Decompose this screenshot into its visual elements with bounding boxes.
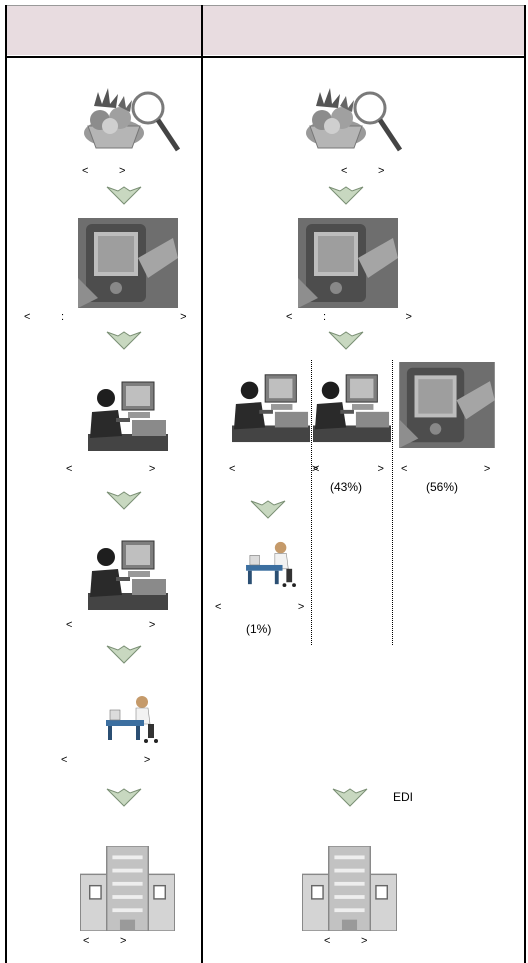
table-right-border — [524, 5, 526, 963]
down-arrow-icon — [106, 644, 142, 664]
search-basket-magnifier-icon — [74, 78, 184, 158]
building-icon — [80, 846, 175, 931]
computer-user-icon — [313, 368, 391, 443]
right-label-2: < : > — [286, 311, 412, 323]
computer-user-icon — [88, 535, 168, 610]
computer-user-icon — [232, 368, 310, 443]
down-arrow-icon — [106, 330, 142, 350]
handheld-device-icon — [298, 218, 398, 308]
branch-divider-1 — [311, 360, 312, 645]
branch-divider-2 — [392, 360, 393, 645]
left-label-3: < > — [66, 463, 156, 475]
left-label-6: < > — [83, 935, 127, 947]
percentage-1: (1%) — [246, 622, 272, 636]
down-arrow-icon — [106, 490, 142, 510]
right-label-4: < > — [215, 601, 305, 613]
handheld-device-icon — [78, 218, 178, 308]
office-worker-icon — [102, 694, 162, 744]
right-label-6: < > — [324, 935, 368, 947]
left-label-5: < > — [61, 754, 151, 766]
down-arrow-icon — [332, 787, 368, 807]
right-label-3b: < > — [313, 463, 384, 475]
computer-user-icon — [88, 376, 168, 451]
down-arrow-icon — [106, 787, 142, 807]
column-divider — [201, 5, 203, 963]
right-label-1: < > — [341, 165, 385, 177]
handheld-device-icon — [396, 362, 498, 448]
left-label-4: < > — [66, 619, 156, 631]
left-label-1: < > — [82, 165, 126, 177]
header-divider — [5, 56, 524, 58]
table-top-border — [5, 5, 524, 6]
right-label-3c: < > — [401, 463, 491, 475]
office-worker-icon — [242, 540, 300, 588]
down-arrow-icon — [328, 330, 364, 350]
right-label-3a: < > — [229, 463, 319, 475]
edi-label: EDI — [393, 790, 414, 804]
down-arrow-icon — [250, 499, 286, 519]
percentage-43: (43%) — [330, 480, 363, 494]
building-icon — [302, 846, 397, 931]
down-arrow-icon — [106, 185, 142, 205]
percentage-56: (56%) — [426, 480, 459, 494]
down-arrow-icon — [328, 185, 364, 205]
header-cell-right — [203, 5, 524, 55]
search-basket-magnifier-icon — [296, 78, 406, 158]
left-label-2: < : > — [24, 311, 187, 323]
header-cell-left — [5, 5, 201, 55]
table-left-border — [5, 5, 7, 963]
